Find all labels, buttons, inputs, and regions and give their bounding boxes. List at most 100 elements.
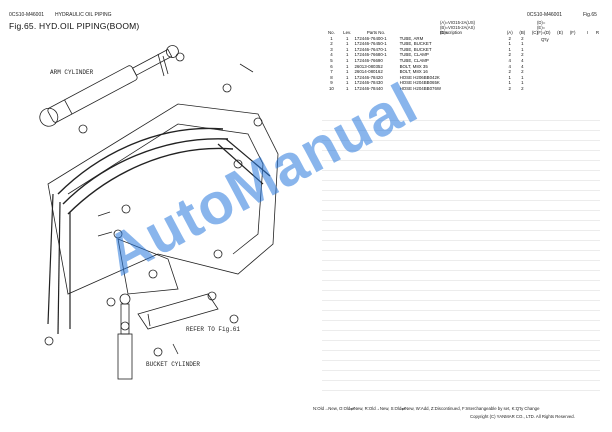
copyright: Copyright (C) YANMAR CO., LTD. All Right… [470, 414, 575, 419]
cell-no: 8 [330, 74, 333, 80]
table-row: 3 1 172446-76470-1 TUBE, BUCKET 1 1 [322, 47, 600, 53]
cell-empty [529, 86, 542, 92]
col-e: (E) [557, 30, 563, 35]
cell-no: 5 [330, 57, 333, 63]
cell-empty [541, 86, 554, 92]
table-ruled-lines [322, 120, 600, 391]
col-b: (B) [519, 30, 526, 35]
cell-a: 2 [508, 69, 511, 75]
legend-d: (D)= [537, 20, 546, 25]
cell-a: 1 [508, 46, 511, 52]
cell-no: 7 [330, 69, 333, 75]
legend-f: (F)= [537, 30, 545, 35]
legend-b: (B)=VIO15-2A(AS) [440, 25, 475, 30]
table-row: 9 1 172446-78430 HOSE H204BB065K 1 1 [322, 80, 600, 86]
col-f: (F) [569, 30, 576, 35]
cell-no: 2 [330, 41, 333, 47]
cell-b: 4 [521, 57, 524, 63]
cell-a: 1 [508, 80, 511, 86]
cell-lev: 1 [345, 74, 349, 80]
cell-empty [554, 86, 567, 92]
cell-no: 6 [330, 63, 333, 69]
cell-pn: 26013-080352 [354, 63, 383, 69]
cell-desc: TUBE, BUCKET [399, 46, 432, 52]
cell-empty [566, 86, 579, 92]
cell-b: 2 [521, 85, 524, 91]
cell-a: 2 [508, 52, 511, 58]
col-i: I [587, 30, 589, 35]
col-d: (D) [544, 30, 551, 35]
parts-table: No. Lev. Parts No. Description (A) (B) (… [322, 30, 600, 92]
callouts [44, 52, 263, 357]
cell-desc: BOLT, M8X 35 [399, 63, 428, 69]
cell-desc: BOLT, M8X 16 [399, 69, 428, 75]
col-parts-no: Parts No. [366, 30, 386, 35]
header-fig-no: Fig.65 [583, 12, 597, 18]
cell-lev: 1 [345, 41, 349, 47]
cell-pn: 26014-080162 [354, 69, 383, 75]
cell-pn: 172446-78440 [354, 85, 383, 91]
refer-to-label: REFER TO Fig.61 [186, 326, 240, 333]
cell-b: 2 [521, 69, 524, 75]
cell-b: 1 [521, 41, 524, 47]
cell-pn: 172446-78420 [354, 74, 383, 80]
cell-pn: 172446-76450-1 [354, 41, 387, 47]
header-section: HYDRAULIC OIL PIPING [55, 12, 112, 18]
cell-a: 1 [508, 41, 511, 47]
cell-no: 10 [328, 85, 334, 91]
cell-lev: 1 [345, 35, 349, 41]
bucket-cylinder-drawing [117, 293, 133, 380]
header-code: 0CS10-M46001 [9, 12, 45, 18]
footer-legend: N:Old→New, O:Old⇄New, R:Old→New, S:Old⇄N… [313, 406, 540, 411]
table-row: 5 1 172446-76690 TUBE, CLAMP 4 4 [322, 58, 600, 64]
col-description: Description [440, 30, 462, 35]
col-no: No. [328, 30, 335, 35]
cell-lev: 1 [345, 57, 349, 63]
cell-no: 4 [330, 52, 333, 58]
table-row: 2 1 172446-76450-1 TUBE, BUCKET 1 1 [322, 41, 600, 47]
cell-desc: TUBE, CLAMP [399, 57, 429, 63]
cell-pn: 172446-76680-1 [354, 52, 387, 58]
cell-pn: 172446-76400-1 [354, 35, 387, 41]
cell-desc: TUBE, ARM [399, 35, 424, 41]
cell-empty [579, 86, 589, 92]
arm-cylinder-label: ARM CYLINDER [50, 69, 94, 76]
cell-desc: TUBE, BUCKET [399, 41, 432, 47]
cell-b: 1 [521, 74, 524, 80]
cell-no: 9 [330, 80, 333, 86]
cell-lev: 1 [345, 46, 349, 52]
cell-a: 4 [508, 63, 511, 69]
cell-pn: 172446-76470-1 [354, 46, 387, 52]
header-right-code: 0CS10-M46001 [527, 12, 563, 18]
cell-b: 4 [521, 63, 524, 69]
cell-b: 2 [521, 52, 524, 58]
bolts [97, 53, 254, 355]
arm-cylinder-drawing [39, 45, 179, 127]
cell-desc: HOSE H206BB042K [399, 74, 440, 80]
col-lev: Lev. [343, 30, 352, 35]
cell-pn: 172446-78430 [354, 80, 383, 86]
cell-desc: HOSE H204BB065K [399, 80, 440, 86]
bucket-cylinder-label: BUCKET CYLINDER [146, 361, 200, 368]
cell-pn: 172446-76690 [354, 57, 383, 63]
cell-lev: 1 [345, 63, 349, 69]
legend-a: (A)=VIO15-2A(US) [440, 20, 476, 25]
cell-b: 1 [521, 46, 524, 52]
cell-lev: 1 [345, 69, 349, 75]
cell-b: 1 [521, 80, 524, 86]
legend-e: (E)= [537, 25, 546, 30]
boom-outline [47, 103, 279, 295]
table-row: 6 1 26013-080352 BOLT, M8X 35 4 4 [322, 64, 600, 70]
cell-no: 1 [330, 35, 333, 41]
cell-a: 2 [508, 35, 511, 41]
cell-a: 1 [508, 74, 511, 80]
cell-lev: 1 [345, 52, 349, 58]
col-a: (A) [506, 30, 513, 35]
cell-no: 3 [330, 46, 333, 52]
cell-a: 4 [508, 57, 511, 63]
cell-lev: 1 [345, 80, 349, 86]
cell-lev: 1 [345, 85, 349, 91]
cell-empty [589, 86, 600, 92]
